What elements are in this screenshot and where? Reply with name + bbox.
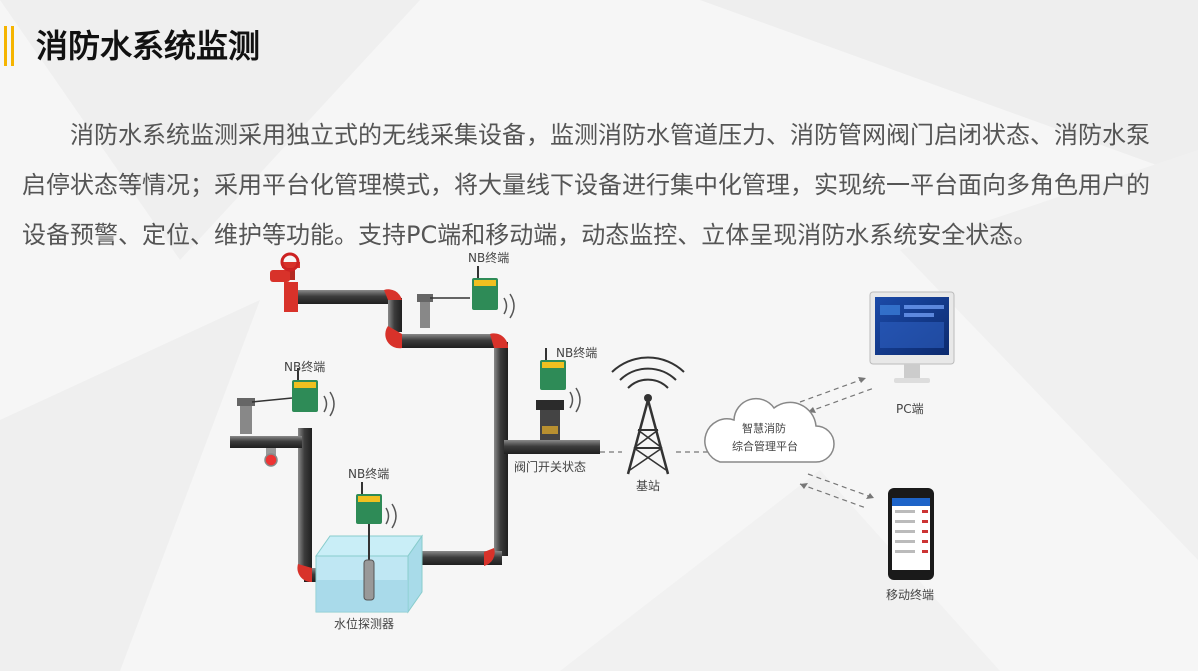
pressure-sensor-icon xyxy=(237,397,293,434)
title-accent-bar xyxy=(4,26,16,66)
water-level-probe-label: 水位探测器 xyxy=(334,616,394,631)
page-description: 消防水系统监测采用独立式的无线采集设备，监测消防水管道压力、消防管网阀门启闭状态… xyxy=(22,121,1150,249)
base-station-tower-icon xyxy=(611,356,685,475)
pressure-sensor-icon xyxy=(417,294,470,328)
pc-client-label: PC端 xyxy=(896,402,924,416)
mobile-terminal-label: 移动终端 xyxy=(886,587,934,602)
cloud-platform-label-line2: 综合管理平台 xyxy=(732,439,798,453)
pc-monitor-icon xyxy=(869,291,955,383)
nb-terminal-device-icon xyxy=(356,482,397,529)
valve-switch-sensor-icon xyxy=(536,400,564,440)
mobile-phone-icon xyxy=(888,488,934,580)
base-station-label: 基站 xyxy=(636,479,660,493)
fire-hydrant-valve-icon xyxy=(270,252,300,282)
cloud-platform-icon xyxy=(704,397,835,463)
connection-lines xyxy=(600,377,875,509)
water-level-probe-icon xyxy=(363,524,375,601)
nb-terminal-label: NB终端 xyxy=(468,250,509,265)
nb-terminal-label: NB终端 xyxy=(556,345,597,360)
arrow-icon xyxy=(866,493,874,499)
valve-status-label: 阀门开关状态 xyxy=(514,459,586,474)
fire-water-system-diagram: NB终端 NB终端 NB终端 NB终端 阀门开关状态 水位探测器 基站 智慧消防… xyxy=(230,250,955,631)
nb-terminal-device-icon xyxy=(540,348,581,413)
nb-terminal-device-icon xyxy=(472,266,515,319)
nb-terminal-label: NB终端 xyxy=(348,466,389,481)
nb-terminal-device-icon xyxy=(292,368,335,417)
nb-terminal-label: NB终端 xyxy=(284,359,325,374)
page-title: 消防水系统监测 xyxy=(36,27,261,65)
pipe-joints xyxy=(284,282,509,583)
arrow-icon xyxy=(858,377,866,383)
cloud-platform-label-line1: 智慧消防 xyxy=(742,421,786,435)
arrow-icon xyxy=(800,483,808,489)
sprinkler-icon xyxy=(264,448,278,467)
